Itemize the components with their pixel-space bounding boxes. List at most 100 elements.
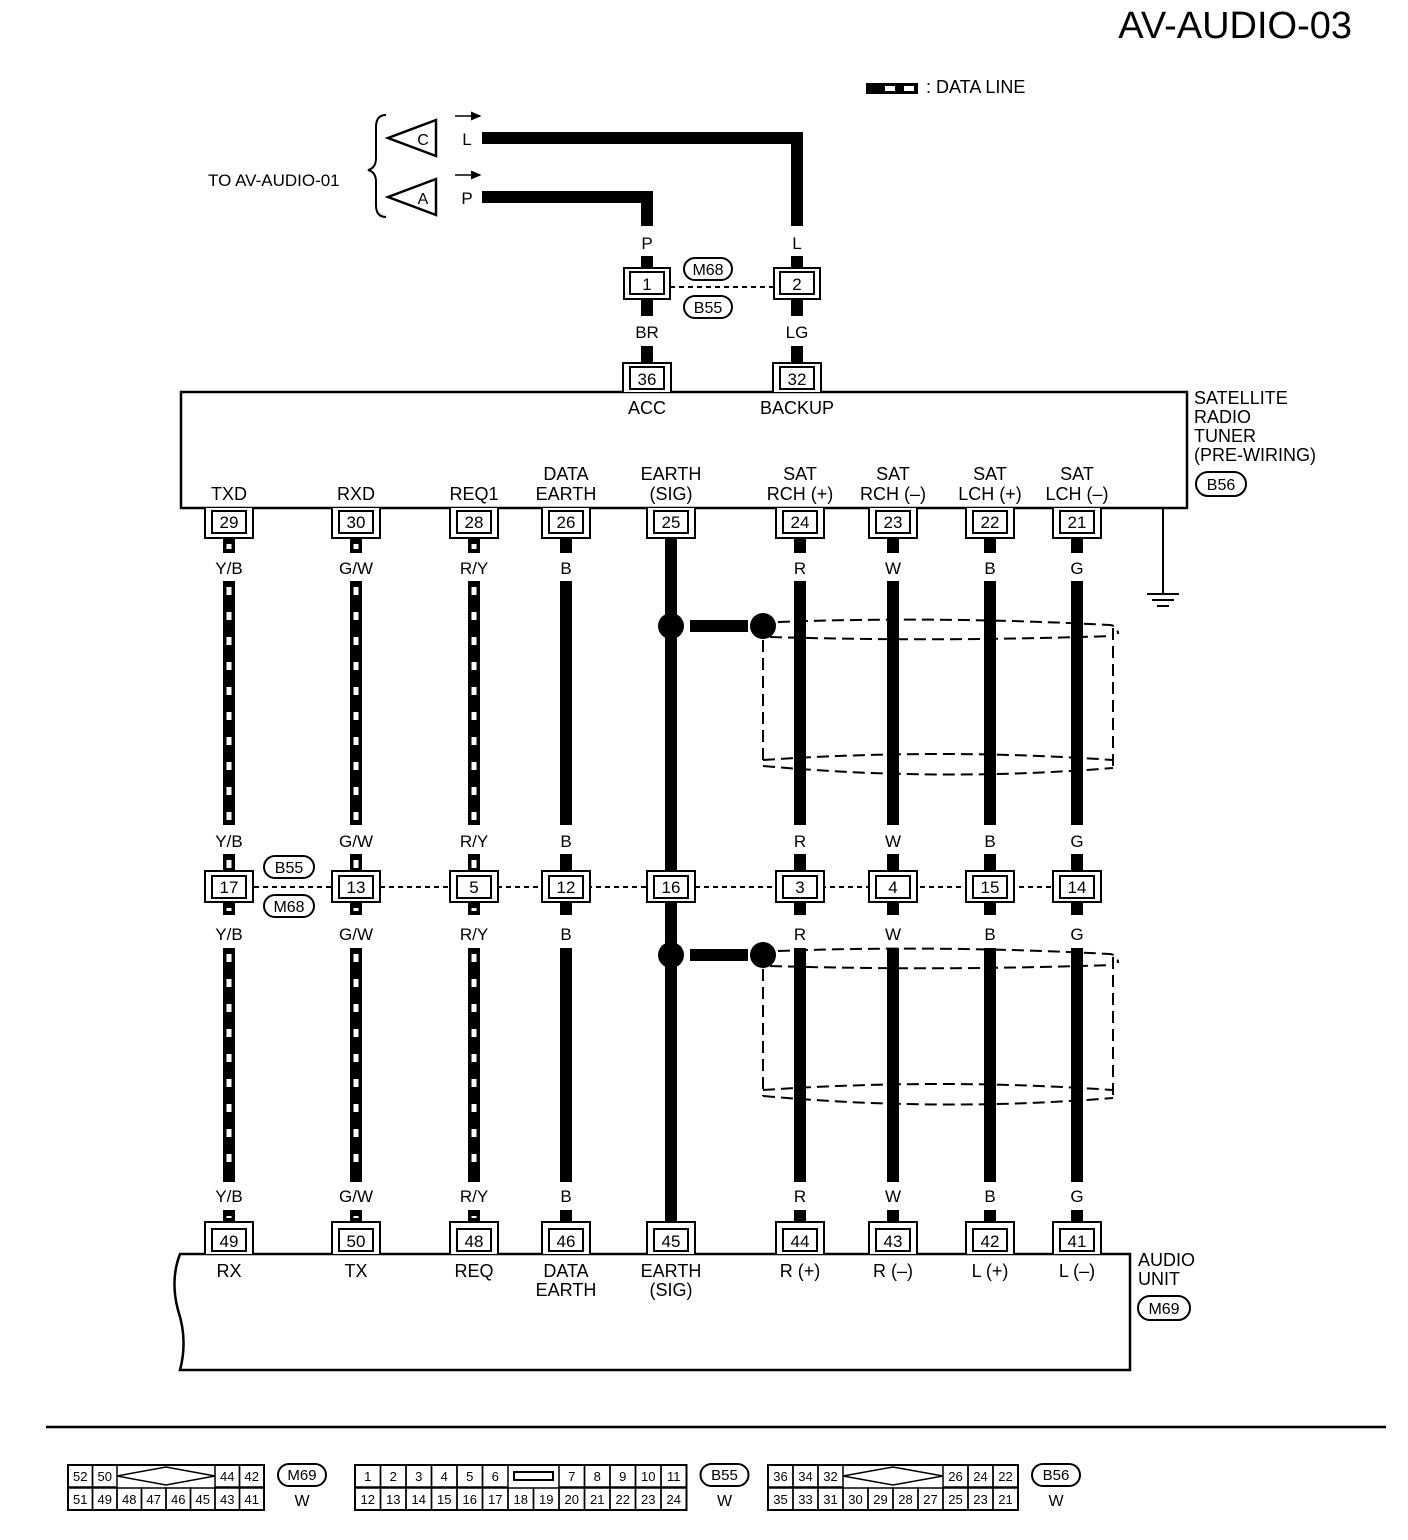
tuner-name-line-1: SATELLITE: [1194, 388, 1288, 408]
pin-label: (SIG): [650, 1280, 693, 1300]
wire-color-label: Y/B: [215, 832, 242, 851]
wire-column-3: R/YR/YR/YR/Y: [460, 538, 488, 1222]
pin-number: 3: [795, 878, 804, 897]
wire-color-label: G: [1070, 832, 1083, 851]
face-cavity-number: 43: [220, 1492, 234, 1507]
face-cavity-number: 44: [220, 1469, 234, 1484]
face-cavity-number: 21: [590, 1492, 604, 1507]
wire-color-label: Y/B: [215, 925, 242, 944]
face-cavity-number: 30: [848, 1492, 862, 1507]
tuner-name-line-2: RADIO: [1194, 407, 1251, 427]
face-cavity-number: 5: [466, 1469, 473, 1484]
pin-number: 13: [347, 878, 366, 897]
pin-number: 21: [1068, 513, 1087, 532]
audio-unit: 49RX50TX48REQ46DATAEARTH45EARTH(SIG)44R …: [173, 1221, 1195, 1372]
audio-unit-pins: 49RX50TX48REQ46DATAEARTH45EARTH(SIG)44R …: [204, 1221, 1102, 1300]
wire-color-br: BR: [635, 323, 659, 342]
wire-color-label: G/W: [339, 1187, 373, 1206]
face-cavity-number: 49: [98, 1492, 112, 1507]
audio-pin-44: 44R (+): [775, 1221, 825, 1281]
wire-column-1: Y/BY/BY/BY/B: [215, 538, 243, 1222]
face-cavity-number: 12: [361, 1492, 375, 1507]
face-cavity-number: 20: [565, 1492, 579, 1507]
audio-pin-43: 43R (–): [868, 1221, 918, 1281]
face-cavity-number: 41: [245, 1492, 259, 1507]
wire-color-l: L: [792, 234, 801, 253]
wire-columns: Y/BY/BY/BY/BG/WG/WG/WG/WR/YR/YR/YR/YBBBB…: [215, 538, 1084, 1222]
face-cavity-number: 23: [973, 1492, 987, 1507]
wire-color-label: R: [794, 832, 806, 851]
pin-number: 44: [791, 1232, 810, 1251]
face-cavity-number: 21: [998, 1492, 1012, 1507]
wire-color-label: R: [794, 559, 806, 578]
audio-pin-42: 42L (+): [965, 1221, 1015, 1281]
pin-number: 29: [220, 513, 239, 532]
face-cavity-number: 23: [641, 1492, 655, 1507]
legend-text: : DATA LINE: [926, 77, 1025, 97]
pin-number: 22: [981, 513, 1000, 532]
pin-label: TXD: [211, 484, 247, 504]
wire-color-label: G: [1070, 1187, 1083, 1206]
face-cavity-number: 48: [122, 1492, 136, 1507]
shield-lower: [658, 942, 1119, 1106]
conn-b55-label-top: B55: [694, 300, 723, 317]
pin-number: 50: [347, 1232, 366, 1251]
pin-label: EARTH: [641, 1261, 702, 1281]
offpage-color-p: P: [461, 189, 472, 208]
pin-2: 2: [792, 275, 801, 294]
wire-color-label: B: [560, 832, 571, 851]
wire-color-label: W: [885, 1187, 901, 1206]
face-cavity-number: 3: [415, 1469, 422, 1484]
face-connector-color: W: [294, 1493, 310, 1510]
face-cavity-number: 9: [619, 1469, 626, 1484]
face-cavity-number: 11: [667, 1469, 681, 1484]
tuner-name-line-4: (PRE-WIRING): [1194, 445, 1316, 465]
face-cavity-number: 34: [798, 1469, 812, 1484]
face-cavity-number: 52: [73, 1469, 87, 1484]
face-cavity-number: 33: [798, 1492, 812, 1507]
face-cavity-number: 45: [196, 1492, 210, 1507]
face-cavity-number: 27: [923, 1492, 937, 1507]
pin-number: 12: [557, 878, 576, 897]
pin-number: 49: [220, 1232, 239, 1251]
tuner-top-pin-32: 32 BACKUP: [760, 362, 834, 418]
face-cavity-number: 2: [390, 1469, 397, 1484]
conn-b55-label-mid: B55: [275, 860, 304, 877]
shield-upper: [658, 613, 1119, 776]
pin-label: (SIG): [650, 484, 693, 504]
face-cavity-number: 14: [412, 1492, 426, 1507]
pin-backup-label: BACKUP: [760, 398, 834, 418]
wire-color-label: B: [984, 1187, 995, 1206]
wire-color-label: R/Y: [460, 832, 488, 851]
offpage-arrow-a: [384, 177, 438, 217]
face-cavity-number: 7: [568, 1469, 575, 1484]
mid-pin-5: 5: [449, 870, 499, 903]
wire-column-2: G/WG/WG/WG/W: [339, 538, 373, 1222]
face-cavity-number: 19: [539, 1492, 553, 1507]
face-cavity-number: 15: [437, 1492, 451, 1507]
face-connector-name: B55: [711, 1467, 738, 1484]
page-title: AV-AUDIO-03: [1118, 5, 1352, 47]
face-cavity-number: 1: [364, 1469, 371, 1484]
wire-color-label: Y/B: [215, 559, 242, 578]
face-cavity-number: 8: [594, 1469, 601, 1484]
upper-wires: P L 1 2 M68 B55 BR LG: [482, 132, 821, 363]
face-connector-color: W: [717, 1493, 733, 1510]
tuner-name-line-3: TUNER: [1194, 426, 1256, 446]
wire-color-label: B: [560, 559, 571, 578]
wire-color-label: R: [794, 1187, 806, 1206]
audio-name-line-2: UNIT: [1138, 1269, 1180, 1289]
audio-connector-m69: M69: [1148, 1301, 1179, 1318]
wire-color-label: G/W: [339, 832, 373, 851]
pin-32: 32: [788, 370, 807, 389]
